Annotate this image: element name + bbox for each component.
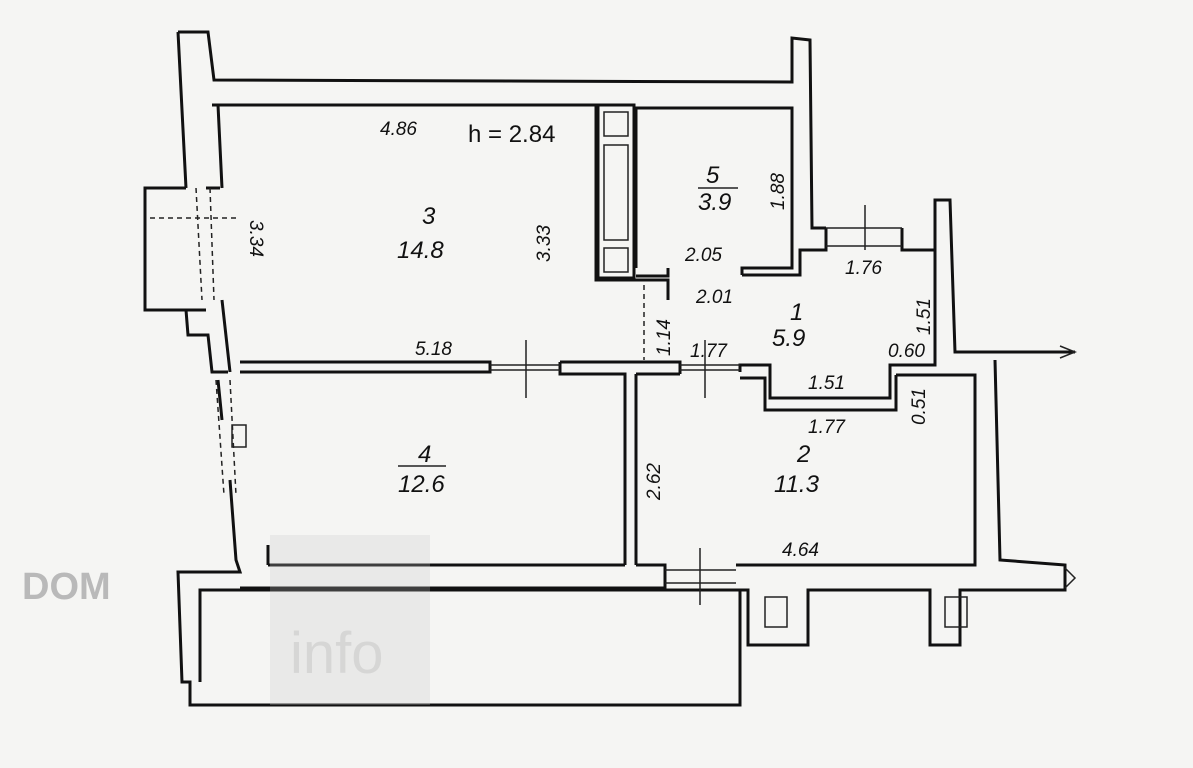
wall-bottom: [240, 545, 667, 590]
arrow-right: [1059, 345, 1078, 359]
dim-label: 1.77: [808, 417, 846, 438]
door-room4: [490, 340, 560, 398]
wall-exterior-left: [176, 31, 742, 707]
wall-room3-inner: [212, 103, 670, 300]
dim-label: 2.05: [684, 245, 722, 266]
dim-label: 1.77: [690, 341, 728, 362]
storage-block: [596, 103, 636, 280]
dim-label: 0.51: [909, 388, 930, 425]
dim-label: 1.51: [808, 373, 845, 394]
storage-shelf: [603, 247, 629, 273]
room-area: 14.8: [397, 237, 444, 264]
watermark-logo: DOM: [22, 566, 111, 608]
dim-label: 1.88: [768, 173, 789, 210]
room-area: 11.3: [774, 471, 820, 498]
dim-label: 5.18: [415, 339, 452, 360]
column: [764, 596, 788, 628]
room-number: 5: [706, 162, 720, 189]
door-corridor-top: [826, 205, 902, 250]
room-number: 1: [790, 299, 803, 326]
wall-room5: [634, 106, 794, 278]
storage-shelf: [603, 144, 629, 241]
radiator: [231, 424, 247, 448]
dim-label: 2.01: [695, 287, 733, 308]
window-left: [143, 186, 220, 312]
room-area: 12.6: [398, 471, 445, 498]
wall-corridor: [738, 198, 1075, 412]
wall-partition: [240, 360, 682, 565]
watermark-block: [270, 535, 430, 705]
dim-label: 1.76: [845, 258, 882, 279]
room-number: 2: [796, 441, 810, 468]
arrow-right: [1064, 567, 1077, 589]
room-area: 5.9: [772, 325, 805, 352]
dim-label: 1.14: [654, 319, 675, 356]
room-area: 3.9: [698, 189, 731, 216]
window-left-glazing: [150, 187, 240, 496]
door-room2: [680, 340, 740, 398]
room-number: 4: [418, 441, 431, 468]
dim-label: 3.33: [534, 225, 555, 262]
door-balcony: [665, 548, 736, 605]
ceiling-height: h = 2.84: [468, 121, 555, 148]
wall-room2: [736, 359, 1067, 647]
dim-label: 3.34: [245, 220, 266, 257]
storage-shelf: [603, 111, 629, 137]
watermark-logo-text: info: [290, 621, 384, 686]
room-number: 3: [422, 203, 436, 230]
dim-label: 2.62: [644, 463, 665, 501]
dim-label: 4.64: [782, 540, 819, 561]
dim-label: 4.86: [380, 119, 417, 140]
wall-exterior-top: [178, 30, 826, 230]
dim-label: 1.51: [914, 298, 935, 335]
dim-label: 0.60: [888, 341, 925, 362]
column: [944, 596, 968, 628]
